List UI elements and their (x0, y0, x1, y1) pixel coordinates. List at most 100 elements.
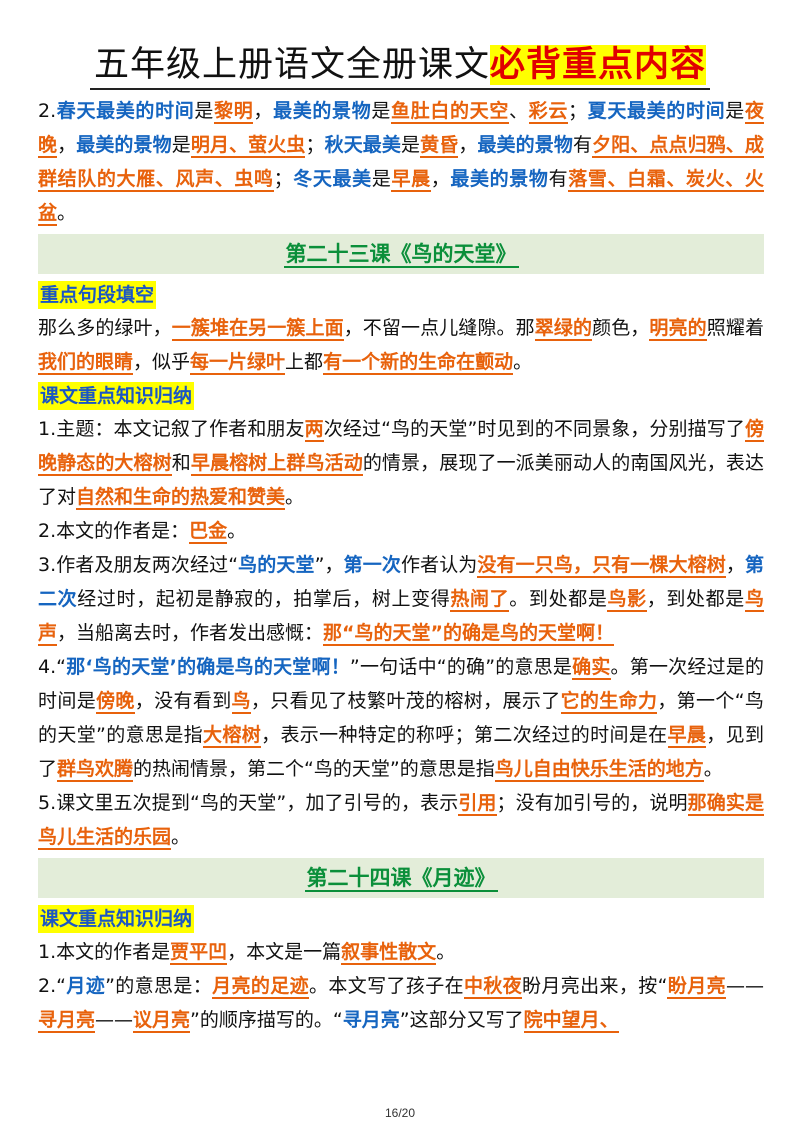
answer: 贾平凹 (170, 941, 228, 965)
answer: 盼月亮 (667, 975, 726, 999)
text: ，本文是一篇 (227, 941, 342, 963)
key-term: 第二次 (38, 554, 764, 610)
text: 1.本文的作者是 (38, 941, 171, 963)
text: ； (305, 134, 325, 156)
text: 。第一次经过是的时间是 (38, 656, 764, 712)
text: ，没有看到 (134, 690, 232, 712)
answer: 议月亮 (133, 1009, 191, 1033)
lesson-23-heading: 第二十三课《鸟的天堂》 (38, 234, 764, 274)
text: 。 (513, 351, 533, 373)
text: ”的顺序描写的。“ (190, 1009, 343, 1031)
text: 。 (703, 758, 723, 780)
text: ， (253, 100, 274, 122)
text: 盼月亮出来，按“ (522, 975, 668, 997)
text: ，表示一种特定的称呼；第二次经过的时间是在 (261, 724, 668, 746)
text: —— (725, 975, 764, 997)
answer: 鱼肚白的天空 (391, 100, 509, 124)
text: 的热闹情景，第二个“鸟的天堂”的意思是指 (133, 758, 495, 780)
key-term: 寻月亮 (342, 1009, 400, 1031)
answer: 彩云 (528, 100, 568, 124)
answer: 早晨榕树上群鸟活动 (190, 452, 363, 476)
text: ，见到了 (38, 724, 764, 780)
text: 照耀着 (706, 317, 764, 339)
text: 。本文写了孩子在 (309, 975, 464, 997)
text: ，似乎 (133, 351, 191, 373)
knowledge-item-2: 2.本文的作者是：巴金。 (38, 514, 764, 548)
text: ，只看见了枝繁叶茂的榕树，展示了 (250, 690, 561, 712)
lesson-title: 第二十三课《鸟的天堂》 (283, 242, 519, 268)
answer: 它的生命力 (560, 690, 658, 714)
text: 是 (194, 100, 215, 122)
answer: 巴金 (189, 520, 228, 544)
answer: 鸟 (231, 690, 251, 714)
answer: 傍晚 (96, 690, 135, 714)
text: ； (568, 100, 588, 122)
answer: 两 (304, 418, 324, 442)
text: 。 (285, 486, 305, 508)
answer: 早晨 (391, 168, 431, 192)
answer: 那“鸟的天堂”的确是鸟的天堂啊！ (323, 622, 615, 646)
key-term: 最美的景物 (76, 134, 172, 156)
answer: 傍晚静态的大榕树 (38, 418, 764, 476)
text: ， (57, 134, 77, 156)
key-term: 春天最美的时间 (56, 100, 195, 122)
text: ”， (314, 554, 344, 576)
answer: 我们的眼睛 (38, 351, 134, 375)
lesson-24-heading: 第二十四课《月迹》 (38, 858, 764, 898)
text: 。 (171, 826, 191, 848)
text: 的情景，展现了一派美丽动人的南国风光，表达了对 (38, 452, 764, 508)
knowledge-item-4: 4.“那‘鸟的天堂’的确是鸟的天堂啊！”一句话中“的确”的意思是确实。第一次经过… (38, 650, 764, 786)
knowledge-item-5: 5.课文里五次提到“鸟的天堂”，加了引号的，表示引用；没有加引号的，说明那确实是… (38, 786, 764, 854)
text: 经过时，起初是静寂的，拍掌后，树上变得 (77, 588, 451, 610)
text: ”这部分又写了 (399, 1009, 524, 1031)
text: 有 (572, 134, 593, 156)
key-term: 鸟的天堂 (238, 554, 315, 576)
text: 2. (38, 100, 57, 122)
page-number: 16/20 (384, 1106, 416, 1120)
key-term: 夏天最美的时间 (587, 100, 726, 122)
answer: 那确实是鸟儿生活的乐园 (38, 792, 764, 850)
knowledge-item-2: 2.“月迹”的意思是：月亮的足迹。本文写了孩子在中秋夜盼月亮出来，按“盼月亮——… (38, 969, 764, 1037)
text: 是 (725, 100, 745, 122)
answer: 鸟影 (607, 588, 647, 612)
answer: 鸟声 (38, 588, 764, 646)
answer: 叙事性散文 (341, 941, 437, 965)
answer: 大榕树 (203, 724, 262, 748)
answer: 翠绿的 (534, 317, 593, 341)
content: 2.春天最美的时间是黎明，最美的景物是鱼肚白的天空、彩云；夏天最美的时间是夜晚，… (38, 94, 764, 1037)
text: 3.作者及朋友两次经过“ (38, 554, 239, 576)
answer: 院中望月、 (523, 1009, 619, 1033)
text: 那么多的绿叶， (38, 317, 172, 339)
text: 2.“ (38, 975, 66, 997)
answer: 明月、萤火虫 (190, 134, 306, 158)
seasons-paragraph: 2.春天最美的时间是黎明，最美的景物是鱼肚白的天空、彩云；夏天最美的时间是夜晚，… (38, 94, 764, 230)
text: ； (273, 168, 293, 190)
answer: 每一片绿叶 (190, 351, 286, 375)
answer: 引用 (458, 792, 497, 816)
text: —— (95, 1009, 134, 1031)
answer: 月亮的足迹 (212, 975, 309, 999)
section-tag: 课文重点知识归纳 (38, 382, 195, 410)
text: ，不留一点儿缝隙。那 (343, 317, 535, 339)
answer: 夜晚 (38, 100, 764, 158)
text: 4.“ (38, 656, 66, 678)
answer: 确实 (572, 656, 611, 680)
knowledge-item-1: 1.本文的作者是贾平凹，本文是一篇叙事性散文。 (38, 935, 764, 969)
text: 作者认为 (400, 554, 478, 576)
answer: 热闹了 (450, 588, 510, 612)
fill-paragraph: 那么多的绿叶，一簇堆在另一簇上面，不留一点儿缝隙。那翠绿的颜色，明亮的照耀着我们… (38, 311, 764, 379)
text: ， (430, 168, 451, 190)
answer: 夕阳、点点归鸦、成群结队的大雁、风声、虫鸣 (38, 134, 764, 192)
text: 是 (371, 100, 392, 122)
answer: 自然和生命的热爱和赞美 (76, 486, 286, 510)
answer: 早晨 (667, 724, 707, 748)
answer: 鸟儿自由快乐生活的地方 (494, 758, 704, 782)
text: 1.主题：本文记叙了作者和朋友 (38, 418, 305, 440)
text: ，到处都是 (646, 588, 745, 610)
text: 是 (401, 134, 421, 156)
key-term: 最美的景物 (450, 168, 549, 190)
text: ”一句话中“的确”的意思是 (349, 656, 573, 678)
text: 。 (227, 520, 247, 542)
text: 。 (436, 941, 456, 963)
knowledge-item-1: 1.主题：本文记叙了作者和朋友两次经过“鸟的天堂”时见到的不同景象，分别描写了傍… (38, 412, 764, 514)
